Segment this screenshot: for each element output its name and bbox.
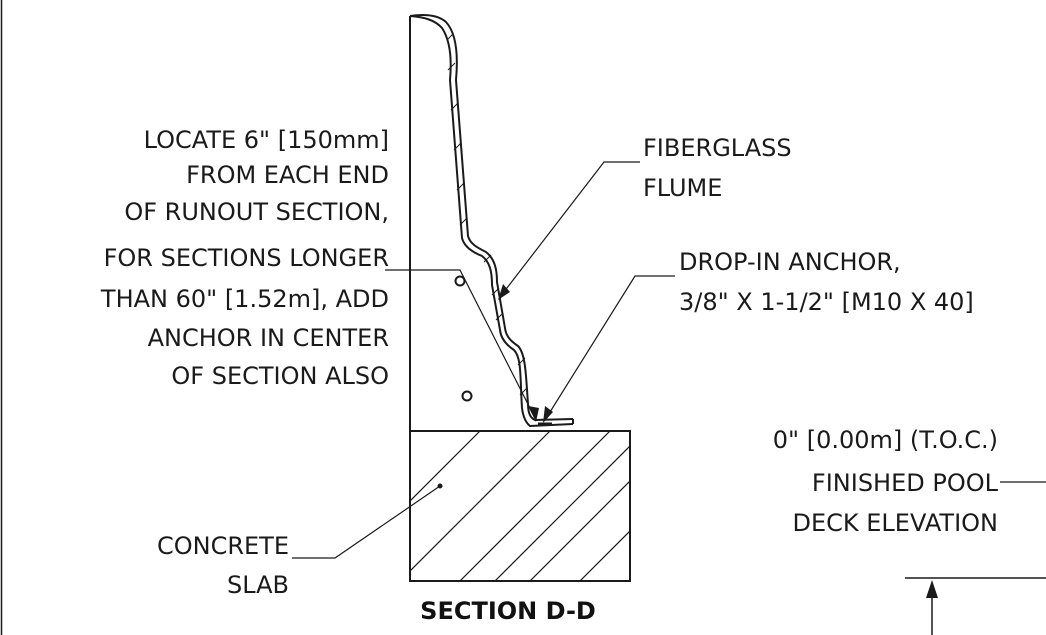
flume-label-line-1: FIBERGLASS: [643, 134, 792, 162]
slab-label-line-1: CONCRETE: [157, 532, 289, 560]
locate-note-line-1: LOCATE 6" [150mm]: [144, 126, 389, 154]
leader-locate-note: [385, 269, 539, 422]
bolt-hole-lower: [461, 390, 473, 402]
deck-elevation-line-2: FINISHED POOL: [812, 469, 999, 497]
leader-slab: [292, 485, 441, 559]
fiberglass-flume-profile: [409, 14, 574, 428]
leader-flume: [498, 161, 640, 300]
slab-hatch: [410, 431, 630, 581]
concrete-slab-label: CONCRETE SLAB: [157, 532, 289, 599]
flume-label-line-2: FLUME: [643, 174, 722, 202]
deck-elevation-label: 0" [0.00m] (T.O.C.) FINISHED POOL DECK E…: [773, 426, 999, 537]
section-title: SECTION D-D: [420, 597, 596, 625]
anchor-label-line-2: 3/8" X 1-1/2" [M10 X 40]: [679, 288, 974, 316]
locate-note-line-3: OF RUNOUT SECTION,: [124, 198, 389, 226]
anchor-label: DROP-IN ANCHOR, 3/8" X 1-1/2" [M10 X 40]: [679, 248, 974, 316]
slab-label-line-2: SLAB: [227, 571, 289, 599]
flume-label: FIBERGLASS FLUME: [643, 134, 792, 202]
flume-hatch: [446, 33, 528, 396]
elevation-marker: [905, 577, 1046, 635]
locate-note-line-7: OF SECTION ALSO: [171, 362, 389, 390]
locate-note-line-2: FROM EACH END: [186, 161, 389, 189]
deck-elevation-line-1: 0" [0.00m] (T.O.C.): [773, 426, 998, 454]
locate-note: LOCATE 6" [150mm] FROM EACH END OF RUNOU…: [100, 126, 389, 390]
leader-anchor: [543, 275, 675, 423]
bolt-hole-upper: [454, 275, 466, 287]
deck-elevation-line-3: DECK ELEVATION: [793, 509, 999, 537]
locate-note-line-4: FOR SECTIONS LONGER: [104, 244, 389, 272]
anchor-label-line-1: DROP-IN ANCHOR,: [679, 248, 901, 276]
locate-note-line-5: THAN 60" [1.52m], ADD: [100, 285, 389, 313]
locate-note-line-6: ANCHOR IN CENTER: [148, 324, 389, 352]
concrete-slab: [409, 430, 631, 582]
